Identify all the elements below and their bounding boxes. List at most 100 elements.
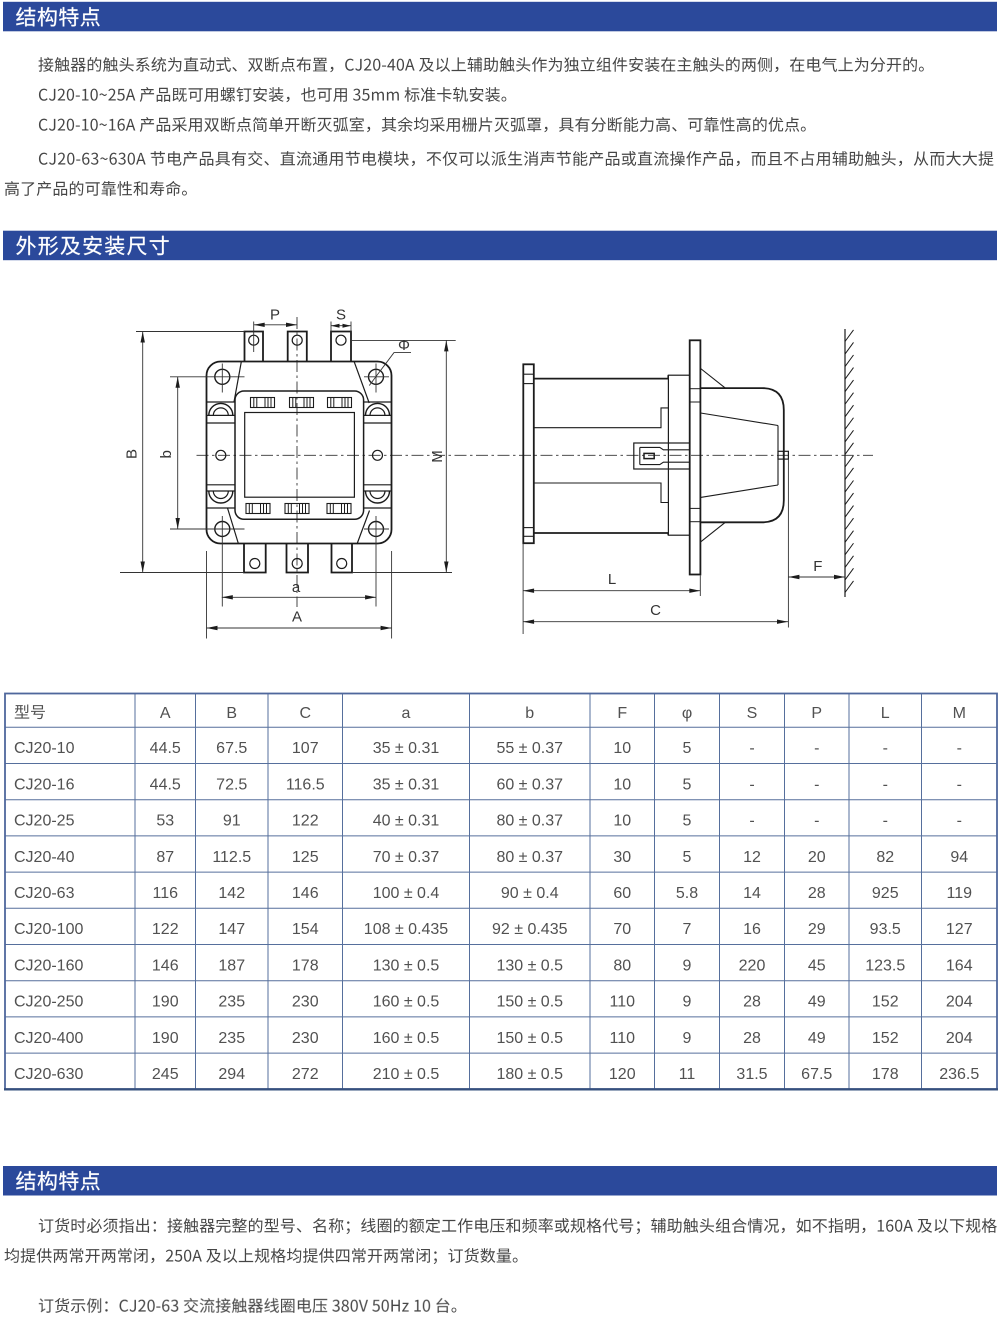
svg-text:-: - <box>749 813 754 830</box>
svg-text:49: 49 <box>808 994 826 1011</box>
svg-text:178: 178 <box>292 957 319 974</box>
svg-text:180 ± 0.5: 180 ± 0.5 <box>496 1066 563 1083</box>
svg-text:130 ± 0.5: 130 ± 0.5 <box>373 957 440 974</box>
svg-text:28: 28 <box>743 994 761 1011</box>
svg-text:220: 220 <box>739 957 766 974</box>
svg-text:154: 154 <box>292 921 319 938</box>
svg-text:130 ± 0.5: 130 ± 0.5 <box>496 957 563 974</box>
svg-text:45: 45 <box>808 957 826 974</box>
svg-text:a: a <box>292 579 301 596</box>
svg-text:100 ± 0.4: 100 ± 0.4 <box>373 885 440 902</box>
svg-text:108 ± 0.435: 108 ± 0.435 <box>364 921 449 938</box>
svg-text:9: 9 <box>683 1030 692 1047</box>
svg-text:7: 7 <box>683 921 692 938</box>
svg-text:67.5: 67.5 <box>801 1066 832 1083</box>
svg-text:-: - <box>883 776 888 793</box>
svg-text:152: 152 <box>872 994 899 1011</box>
svg-text:S: S <box>747 705 758 722</box>
svg-text:160 ± 0.5: 160 ± 0.5 <box>373 1030 440 1047</box>
svg-text:9: 9 <box>683 994 692 1011</box>
svg-text:28: 28 <box>743 1030 761 1047</box>
svg-text:b: b <box>525 705 534 722</box>
svg-text:CJ20-63: CJ20-63 <box>14 885 75 902</box>
svg-text:A: A <box>160 705 171 722</box>
svg-text:150 ± 0.5: 150 ± 0.5 <box>496 1030 563 1047</box>
svg-text:92 ± 0.435: 92 ± 0.435 <box>492 921 568 938</box>
svg-text:60 ± 0.37: 60 ± 0.37 <box>496 776 563 793</box>
svg-text:235: 235 <box>218 994 245 1011</box>
svg-text:L: L <box>881 705 890 722</box>
svg-text:112.5: 112.5 <box>212 849 251 866</box>
svg-text:80: 80 <box>613 957 631 974</box>
svg-text:CJ20-10: CJ20-10 <box>14 740 75 757</box>
svg-text:CJ20-100: CJ20-100 <box>14 921 83 938</box>
svg-text:150 ± 0.5: 150 ± 0.5 <box>496 994 563 1011</box>
svg-text:110: 110 <box>609 994 635 1011</box>
svg-text:204: 204 <box>946 994 973 1011</box>
svg-text:-: - <box>883 740 888 757</box>
svg-text:120: 120 <box>609 1066 636 1083</box>
svg-text:14: 14 <box>743 885 761 902</box>
svg-text:147: 147 <box>218 921 245 938</box>
svg-text:294: 294 <box>218 1066 245 1083</box>
svg-text:80 ± 0.37: 80 ± 0.37 <box>496 813 563 830</box>
svg-text:49: 49 <box>808 1030 826 1047</box>
svg-text:142: 142 <box>218 885 245 902</box>
svg-text:9: 9 <box>683 957 692 974</box>
svg-text:B: B <box>123 449 140 459</box>
svg-text:A: A <box>292 609 302 626</box>
svg-text:M: M <box>953 705 966 722</box>
svg-text:187: 187 <box>218 957 245 974</box>
svg-text:B: B <box>226 705 237 722</box>
svg-text:16: 16 <box>743 921 761 938</box>
svg-text:b: b <box>158 450 175 458</box>
svg-text:CJ20-250: CJ20-250 <box>14 994 83 1011</box>
svg-text:F: F <box>617 705 627 722</box>
svg-text:10: 10 <box>613 813 631 830</box>
svg-text:146: 146 <box>152 957 179 974</box>
svg-text:127: 127 <box>946 921 973 938</box>
svg-text:20: 20 <box>808 849 826 866</box>
svg-text:925: 925 <box>872 885 899 902</box>
svg-text:160 ± 0.5: 160 ± 0.5 <box>373 994 440 1011</box>
svg-text:P: P <box>811 705 822 722</box>
svg-text:C: C <box>299 705 311 722</box>
svg-text:272: 272 <box>292 1066 319 1083</box>
svg-text:Φ: Φ <box>398 337 410 354</box>
svg-text:236.5: 236.5 <box>939 1066 979 1083</box>
svg-text:5: 5 <box>683 776 692 793</box>
svg-text:S: S <box>336 307 346 324</box>
svg-text:-: - <box>749 740 754 757</box>
svg-text:40 ± 0.31: 40 ± 0.31 <box>373 813 440 830</box>
svg-text:CJ20-16: CJ20-16 <box>14 776 75 793</box>
svg-text:CJ20-25: CJ20-25 <box>14 813 75 830</box>
svg-text:110: 110 <box>609 1030 635 1047</box>
svg-text:67.5: 67.5 <box>216 740 247 757</box>
svg-text:60: 60 <box>613 885 631 902</box>
svg-text:29: 29 <box>808 921 826 938</box>
svg-text:164: 164 <box>946 957 973 974</box>
svg-text:107: 107 <box>292 740 319 757</box>
svg-text:10: 10 <box>613 740 631 757</box>
svg-text:72.5: 72.5 <box>216 776 247 793</box>
svg-text:φ: φ <box>682 705 692 722</box>
svg-text:-: - <box>814 740 819 757</box>
svg-text:10: 10 <box>613 776 631 793</box>
svg-text:CJ20-160: CJ20-160 <box>14 957 83 974</box>
svg-text:93.5: 93.5 <box>870 921 901 938</box>
svg-text:5: 5 <box>683 813 692 830</box>
svg-text:122: 122 <box>152 921 179 938</box>
svg-text:-: - <box>883 813 888 830</box>
svg-text:44.5: 44.5 <box>150 740 181 757</box>
svg-text:30: 30 <box>613 849 631 866</box>
svg-text:70 ± 0.37: 70 ± 0.37 <box>373 849 440 866</box>
svg-text:55 ± 0.37: 55 ± 0.37 <box>496 740 563 757</box>
svg-text:123.5: 123.5 <box>865 957 905 974</box>
svg-text:11: 11 <box>679 1066 696 1083</box>
svg-text:125: 125 <box>292 849 319 866</box>
svg-text:-: - <box>749 776 754 793</box>
svg-text:-: - <box>957 740 962 757</box>
svg-text:C: C <box>650 602 661 619</box>
svg-text:122: 122 <box>292 813 319 830</box>
svg-text:116: 116 <box>152 885 178 902</box>
